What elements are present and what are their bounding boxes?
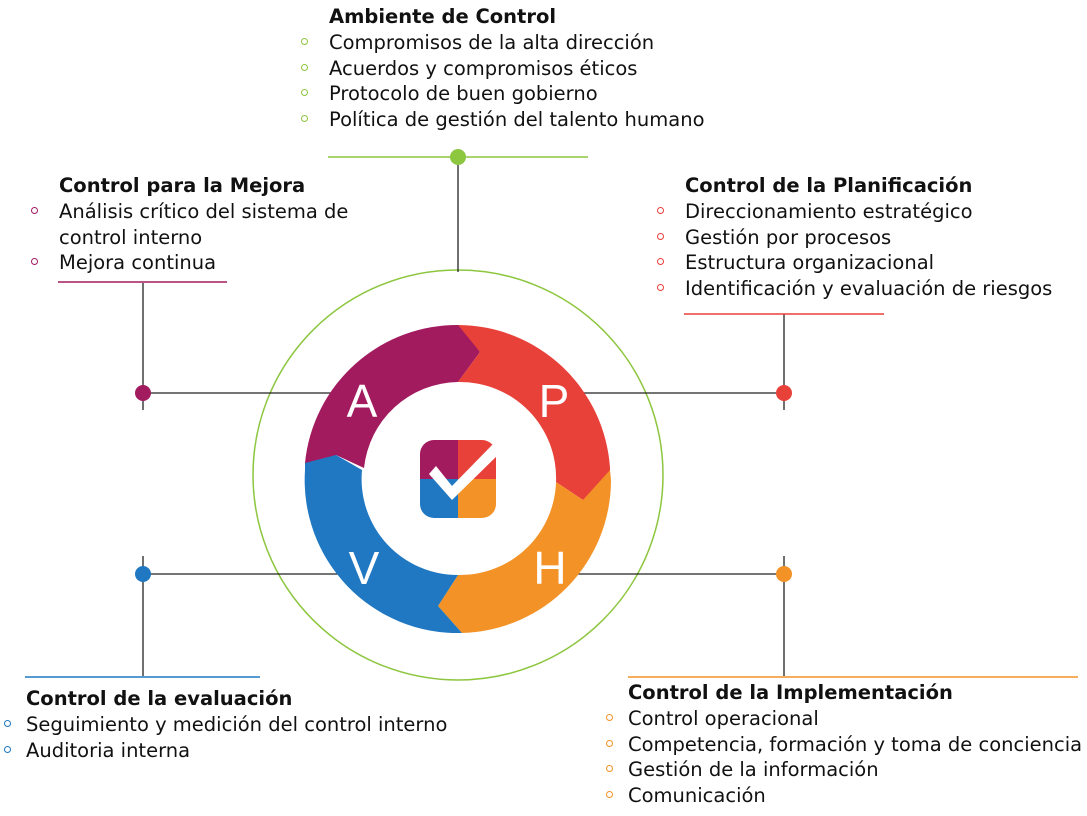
list-item: Identificación y evaluación de riesgos [657,276,1052,302]
bullet-icon [657,232,664,240]
list-item: Acuerdos y compromisos éticos [301,56,705,82]
bullet-icon [301,37,308,45]
check-square-icon [420,440,503,518]
segment-a [305,324,480,483]
evaluacion-title: Control de la evaluación [26,687,293,710]
segment-p [458,325,610,500]
implementacion-title: Control de la Implementación [628,681,953,704]
bullet-icon [4,719,11,727]
implementacion-block: Control de la Implementación Control ope… [606,680,1082,809]
evaluacion-list: Seguimiento y medición del control inter… [4,712,447,764]
bullet-icon [606,765,613,773]
bullet-icon [301,89,308,97]
bullet-icon [657,206,664,214]
list-item: Direccionamiento estratégico [657,199,1052,225]
bullet-icon [4,745,11,753]
dot-implementacion [776,566,792,582]
list-item: Competencia, formación y toma de concien… [606,732,1082,758]
bullet-icon [301,115,308,123]
segment-v [304,455,462,634]
dot-mejora [135,385,151,401]
list-item: Comunicación [606,783,1082,809]
letter-a: A [347,375,378,427]
dot-planificacion [776,385,792,401]
dot-evaluacion [135,566,151,582]
list-item: Auditoria interna [4,738,447,764]
segment-h [438,470,612,633]
bullet-icon [606,713,613,721]
bullet-icon [31,258,38,266]
evaluacion-block: Control de la evaluación Seguimiento y m… [4,686,447,764]
ambiente-list: Compromisos de la alta dirección Acuerdo… [301,30,705,133]
planificacion-list: Direccionamiento estratégico Gestión por… [657,199,1052,302]
mejora-title: Control para la Mejora [59,174,306,197]
letter-p: P [539,375,570,427]
bullet-icon [606,791,613,799]
letter-h: H [533,542,566,594]
planificacion-title: Control de la Planificación [685,174,973,197]
ambiente-block: Ambiente de Control Compromisos de la al… [301,4,705,133]
bullet-icon [606,739,613,747]
list-item: Estructura organizacional [657,250,1052,276]
list-item: Compromisos de la alta dirección [301,30,705,56]
list-item: Gestión por procesos [657,225,1052,251]
dot-ambiente [450,149,466,165]
list-item: Protocolo de buen gobierno [301,81,705,107]
pdca-ring [304,324,612,634]
bullet-icon [301,63,308,71]
list-item: Gestión de la información [606,757,1082,783]
letter-v: V [349,542,380,594]
list-item: Seguimiento y medición del control inter… [4,712,447,738]
bullet-icon [31,206,38,214]
implementacion-list: Control operacional Competencia, formaci… [606,706,1082,809]
list-item: Análisis crítico del sistema de control … [31,199,359,251]
bullet-icon [657,284,664,292]
ambiente-title: Ambiente de Control [329,5,557,28]
list-item: Mejora continua [31,250,359,276]
bullet-icon [657,258,664,266]
list-item: Política de gestión del talento humano [301,107,705,133]
planificacion-block: Control de la Planificación Direccionami… [657,173,1052,302]
mejora-block: Control para la Mejora Análisis crítico … [31,173,359,276]
list-item: Control operacional [606,706,1082,732]
mejora-list: Análisis crítico del sistema de control … [31,199,359,276]
